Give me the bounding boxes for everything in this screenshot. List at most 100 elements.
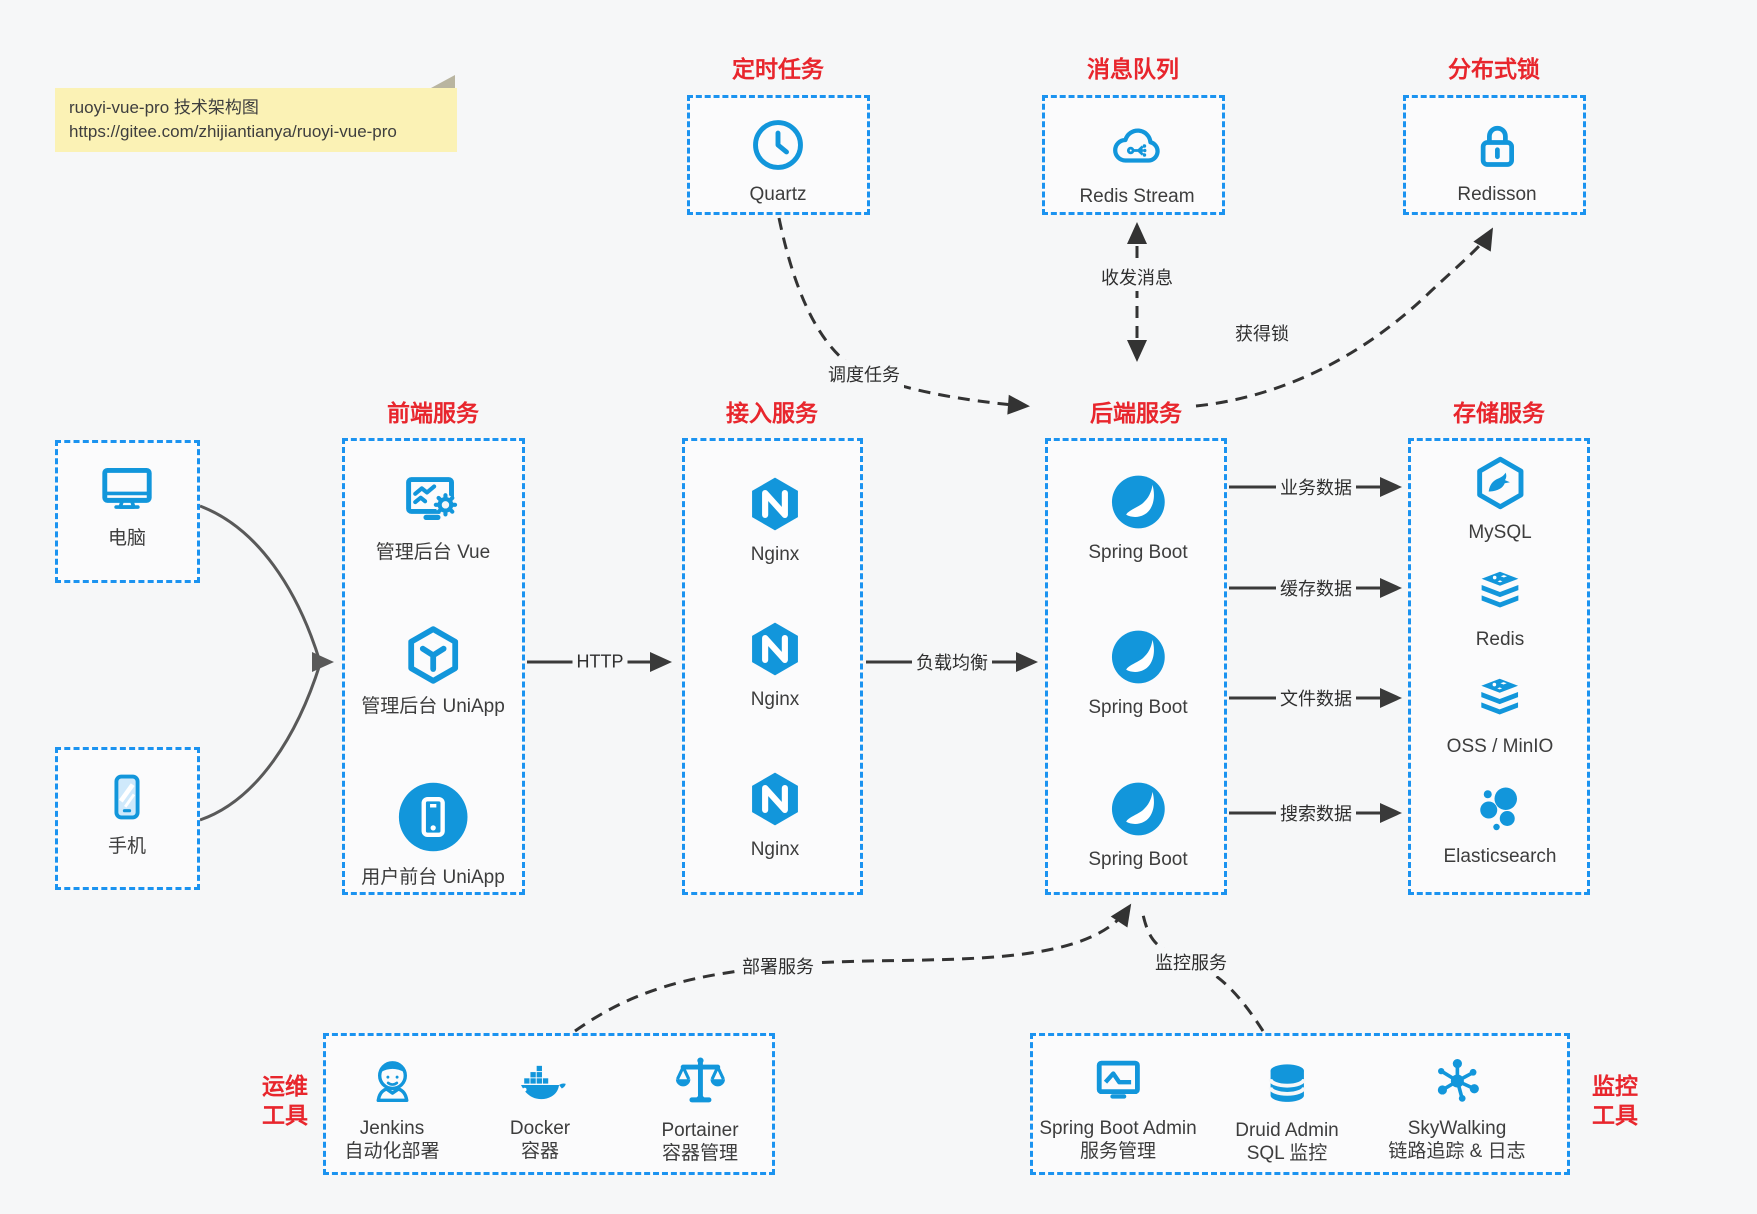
- node-nginx-2: Nginx: [743, 617, 807, 711]
- sticky-note: ruoyi-vue-pro 技术架构图 https://gitee.com/zh…: [55, 75, 457, 152]
- node-label: MySQL: [1468, 522, 1532, 543]
- node-label: Spring Boot: [1088, 542, 1188, 563]
- node-pc: 电脑: [96, 458, 158, 550]
- elasticsearch-icon: [1479, 787, 1517, 831]
- edge-label-business-data: 业务数据: [1276, 473, 1356, 501]
- edge-label-load-balance: 负载均衡: [912, 648, 992, 676]
- node-redis: Redis: [1471, 563, 1529, 651]
- node-mysql: MySQL: [1468, 452, 1532, 544]
- edge-label-cache-data: 缓存数据: [1276, 574, 1356, 602]
- node-label: 管理后台 Vue: [375, 542, 491, 563]
- cloud-network-icon: [1112, 128, 1160, 163]
- edge-label-http: HTTP: [572, 650, 628, 674]
- oss-stack-icon: [1481, 678, 1519, 715]
- lock-icon: [1480, 125, 1514, 167]
- node-label: Nginx: [750, 839, 800, 860]
- edge-label-schedule: 调度任务: [824, 360, 904, 388]
- node-redisson: Redisson: [1457, 116, 1537, 206]
- node-oss-minio: OSS / MinIO: [1446, 670, 1554, 758]
- node-sublabel: SQL 监控: [1246, 1143, 1328, 1164]
- node-label: OSS / MinIO: [1446, 736, 1554, 757]
- node-label: Redis Stream: [1079, 186, 1195, 207]
- uniapp-cube-icon: [408, 626, 458, 684]
- panel-distributed-lock: [1403, 95, 1586, 215]
- edge-label-lock: 获得锁: [1231, 319, 1293, 347]
- node-admin-vue: 管理后台 Vue: [376, 468, 490, 564]
- node-label: Elasticsearch: [1443, 846, 1557, 867]
- node-label: Spring Boot Admin: [1039, 1118, 1197, 1139]
- spring-boot-icon: [1111, 782, 1165, 836]
- panel-storage-services: [1408, 438, 1590, 895]
- node-nginx-3: Nginx: [743, 767, 807, 861]
- edge-deploy-service: [574, 903, 1132, 1033]
- node-label: Redisson: [1457, 184, 1537, 205]
- node-label: Quartz: [749, 184, 807, 205]
- docker-icon: [517, 1065, 566, 1100]
- node-label: Spring Boot: [1088, 697, 1188, 718]
- panel-pc-client: [55, 440, 200, 583]
- jenkins-icon: [376, 1061, 408, 1103]
- spring-boot-icon: [1111, 630, 1165, 684]
- node-spring-boot-admin: Spring Boot Admin 服务管理: [1039, 1052, 1197, 1164]
- panel-scheduled-task: [687, 95, 870, 215]
- panel-message-queue: [1042, 95, 1225, 215]
- node-spring-boot-2: Spring Boot: [1088, 625, 1188, 719]
- note-fold-corner: [431, 75, 455, 88]
- note-url: https://gitee.com/zhijiantianya/ruoyi-vu…: [69, 122, 397, 141]
- nginx-icon: [752, 477, 798, 531]
- node-admin-uniapp: 管理后台 UniApp: [361, 622, 505, 718]
- node-redis-stream: Redis Stream: [1079, 118, 1195, 208]
- title-backend: 后端服务: [1090, 400, 1182, 426]
- desktop-icon: [102, 467, 152, 509]
- node-spring-boot-1: Spring Boot: [1088, 470, 1188, 564]
- node-label: Nginx: [750, 544, 800, 565]
- edge-label-monitor: 监控服务: [1151, 948, 1231, 976]
- edge-label-message: 收发消息: [1097, 263, 1177, 291]
- node-jenkins: Jenkins 自动化部署: [344, 1052, 440, 1164]
- skywalking-network-icon: [1437, 1059, 1479, 1102]
- node-label: 管理后台 UniApp: [361, 696, 505, 717]
- admin-screen-gear-icon: [406, 477, 458, 520]
- label-mon-line1: 监控: [1592, 1073, 1638, 1099]
- title-message-queue: 消息队列: [1087, 56, 1179, 82]
- clock-icon: [753, 120, 803, 170]
- node-label: 用户前台 UniApp: [361, 867, 505, 888]
- edge-get-lock: [1195, 227, 1493, 408]
- spring-boot-admin-icon: [1096, 1060, 1140, 1099]
- node-label: Portainer: [661, 1120, 739, 1141]
- title-frontend: 前端服务: [387, 400, 479, 426]
- node-sublabel: 链路追踪 & 日志: [1388, 1141, 1526, 1162]
- note-title: ruoyi-vue-pro 技术架构图: [69, 98, 259, 117]
- title-access: 接入服务: [726, 400, 818, 426]
- title-storage: 存储服务: [1453, 400, 1545, 426]
- title-distributed-lock: 分布式锁: [1448, 56, 1540, 82]
- node-sublabel: 容器管理: [661, 1143, 739, 1164]
- title-scheduled-task: 定时任务: [732, 56, 824, 82]
- panel-ops-tools: [323, 1033, 775, 1175]
- label-monitoring-tools: 监控 工具: [1592, 1072, 1638, 1130]
- node-user-uniapp: 用户前台 UniApp: [361, 775, 505, 889]
- node-skywalking: SkyWalking 链路追踪 & 日志: [1388, 1052, 1526, 1164]
- edge-phone-to-frontend: [199, 663, 322, 822]
- node-spring-boot-3: Spring Boot: [1088, 777, 1188, 871]
- node-label: SkyWalking: [1407, 1118, 1507, 1139]
- panel-monitoring-tools: [1030, 1033, 1570, 1175]
- smartphone-icon: [114, 774, 140, 820]
- portainer-scales-icon: [675, 1057, 725, 1103]
- node-sublabel: 自动化部署: [344, 1141, 440, 1162]
- node-druid-admin: Druid Admin SQL 监控: [1235, 1054, 1339, 1166]
- node-sublabel: 容器: [520, 1141, 559, 1162]
- druid-database-icon: [1268, 1064, 1306, 1102]
- edge-pc-to-frontend: [199, 504, 322, 663]
- edge-label-search-data: 搜索数据: [1276, 799, 1356, 827]
- redis-stack-icon: [1481, 571, 1519, 608]
- node-elasticsearch: Elasticsearch: [1444, 778, 1557, 868]
- edge-label-file-data: 文件数据: [1276, 684, 1356, 712]
- node-label: 电脑: [107, 528, 146, 549]
- spring-boot-icon: [1111, 475, 1165, 529]
- node-label: Druid Admin: [1235, 1120, 1339, 1141]
- label-mon-line2: 工具: [1592, 1102, 1638, 1128]
- node-portainer: Portainer 容器管理: [661, 1050, 739, 1166]
- edge-label-deploy: 部署服务: [738, 952, 818, 980]
